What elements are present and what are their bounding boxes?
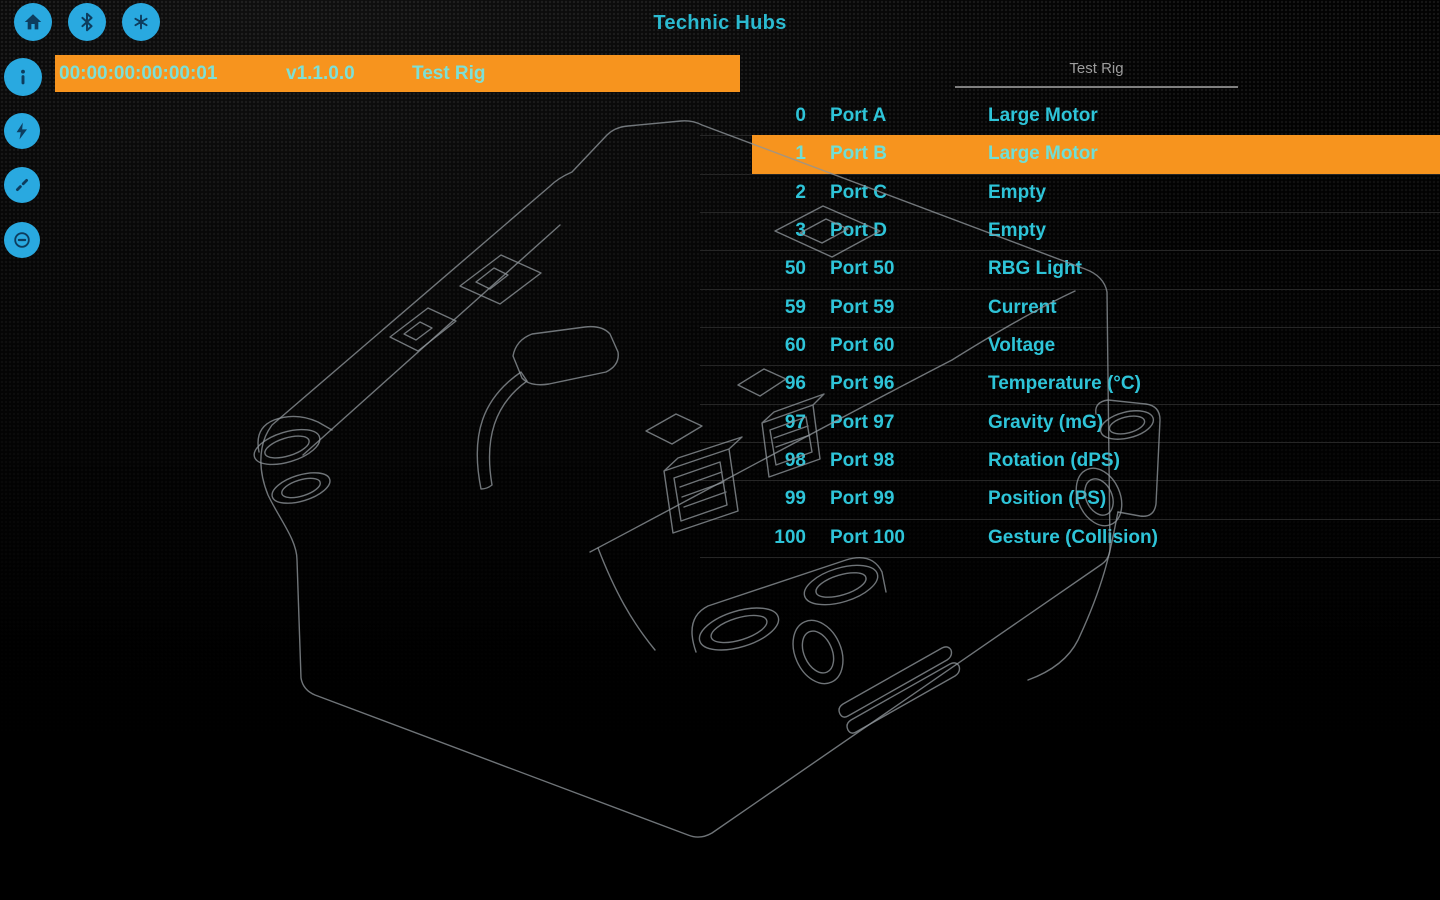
bluetooth-button[interactable] [68,3,106,41]
info-icon [21,69,25,85]
wrench-icon [16,179,29,191]
hub-list-header: Test Rig [955,60,1238,88]
bluetooth-icon [81,12,93,32]
power-button[interactable] [4,113,40,149]
page-title: Technic Hubs [653,12,787,34]
disconnect-minus-icon [14,232,30,248]
connected-device-banner[interactable]: 00:00:00:00:00:01 v1.1.0.0 Test Rig [55,55,740,92]
settings-button[interactable] [122,3,160,41]
device-mac-address: 00:00:00:00:00:01 [59,63,218,84]
settings-icon [134,14,148,30]
home-icon [24,14,42,30]
power-bolt-icon [16,122,27,140]
home-button[interactable] [14,3,52,41]
port-id: 0 [795,105,806,126]
device-firmware-version: v1.1.0.0 [286,63,355,84]
info-button[interactable] [4,58,42,96]
device-name: Test Rig [412,63,486,84]
tools-button[interactable] [4,167,40,203]
disconnect-button[interactable] [4,222,40,258]
